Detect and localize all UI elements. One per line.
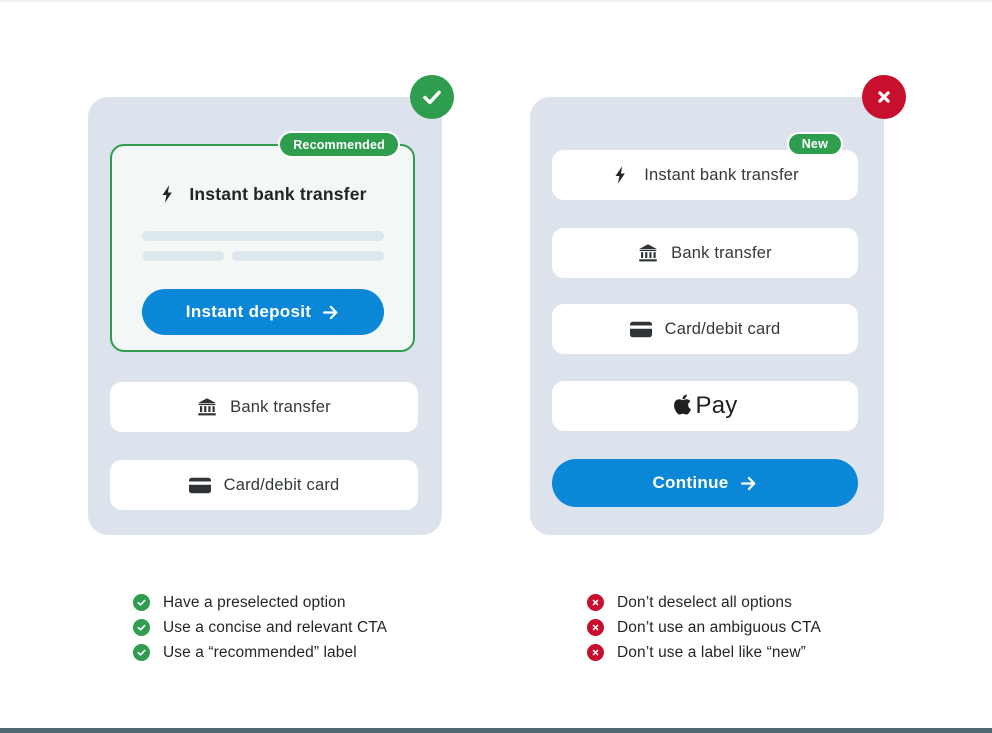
- guideline-item: Don’t use a label like “new”: [587, 640, 821, 665]
- x-circle-icon: [587, 594, 604, 611]
- payment-option-label: Bank transfer: [671, 243, 772, 262]
- continue-label: Continue: [652, 473, 729, 492]
- placeholder-line: [142, 231, 384, 241]
- arrow-right-icon: [739, 474, 758, 493]
- guideline-text: Have a preselected option: [163, 593, 346, 611]
- credit-card-icon: [629, 321, 652, 338]
- lightning-icon: [158, 184, 178, 204]
- x-circle-icon: [587, 619, 604, 636]
- x-circle-icon: [587, 644, 604, 661]
- placeholder-line: [142, 251, 224, 261]
- guideline-item: Don’t use an ambiguous CTA: [587, 615, 821, 640]
- guideline-text: Use a “recommended” label: [163, 643, 357, 661]
- payment-option-card-debit[interactable]: Card/debit card: [110, 460, 418, 510]
- check-circle-icon: [133, 594, 150, 611]
- new-badge: New: [786, 132, 843, 156]
- guideline-item: Don’t deselect all options: [587, 590, 821, 615]
- apple-icon: [673, 393, 692, 416]
- payment-option-label: Card/debit card: [664, 319, 781, 338]
- guideline-item: Have a preselected option: [133, 590, 387, 615]
- bottom-accent-bar: [0, 728, 992, 733]
- placeholder-line-row: [142, 251, 384, 261]
- dont-example-panel: Instant bank transfer New Bank transfer: [530, 97, 884, 535]
- instant-deposit-label: Instant deposit: [185, 302, 312, 321]
- payment-option-label: Card/debit card: [223, 475, 340, 494]
- bank-icon: [638, 243, 658, 263]
- payment-option-card-debit[interactable]: Card/debit card: [552, 304, 858, 354]
- payment-option-label: Bank transfer: [230, 397, 331, 416]
- payment-option-bank-transfer[interactable]: Bank transfer: [552, 228, 858, 278]
- guideline-text: Don’t use an ambiguous CTA: [617, 618, 821, 636]
- payment-option-apple-pay[interactable]: Pay: [552, 381, 858, 431]
- apple-pay-logo: Pay: [673, 392, 738, 420]
- selected-option-title-row: Instant bank transfer: [112, 177, 413, 211]
- check-circle-icon: [133, 644, 150, 661]
- dont-guidelines-list: Don’t deselect all options Don’t use an …: [587, 590, 821, 665]
- payment-option-bank-transfer[interactable]: Bank transfer: [110, 382, 418, 432]
- guideline-text: Use a concise and relevant CTA: [163, 618, 388, 636]
- x-circle-icon: [862, 75, 906, 119]
- selected-option-title: Instant bank transfer: [189, 183, 367, 204]
- guideline-item: Use a “recommended” label: [133, 640, 387, 665]
- check-circle-icon: [133, 619, 150, 636]
- guideline-text: Don’t deselect all options: [617, 593, 792, 611]
- lightning-icon: [611, 165, 631, 185]
- continue-button[interactable]: Continue: [552, 459, 858, 507]
- do-guidelines-list: Have a preselected option Use a concise …: [133, 590, 387, 665]
- check-circle-icon: [410, 75, 454, 119]
- instant-deposit-button[interactable]: Instant deposit: [142, 289, 384, 335]
- guideline-item: Use a concise and relevant CTA: [133, 615, 387, 640]
- apple-pay-label: Pay: [695, 392, 738, 419]
- arrow-right-icon: [321, 303, 340, 322]
- selected-payment-option-card[interactable]: Instant bank transfer Instant deposit: [110, 144, 415, 352]
- payment-option-instant-bank-transfer[interactable]: Instant bank transfer: [552, 150, 858, 200]
- payment-option-label: Instant bank transfer: [644, 165, 799, 184]
- guideline-text: Don’t use a label like “new”: [617, 643, 806, 661]
- bank-icon: [197, 397, 217, 417]
- do-example-panel: Instant bank transfer Instant deposit Re…: [88, 97, 442, 535]
- credit-card-icon: [188, 477, 211, 494]
- placeholder-line: [232, 251, 384, 261]
- recommended-badge: Recommended: [278, 131, 400, 158]
